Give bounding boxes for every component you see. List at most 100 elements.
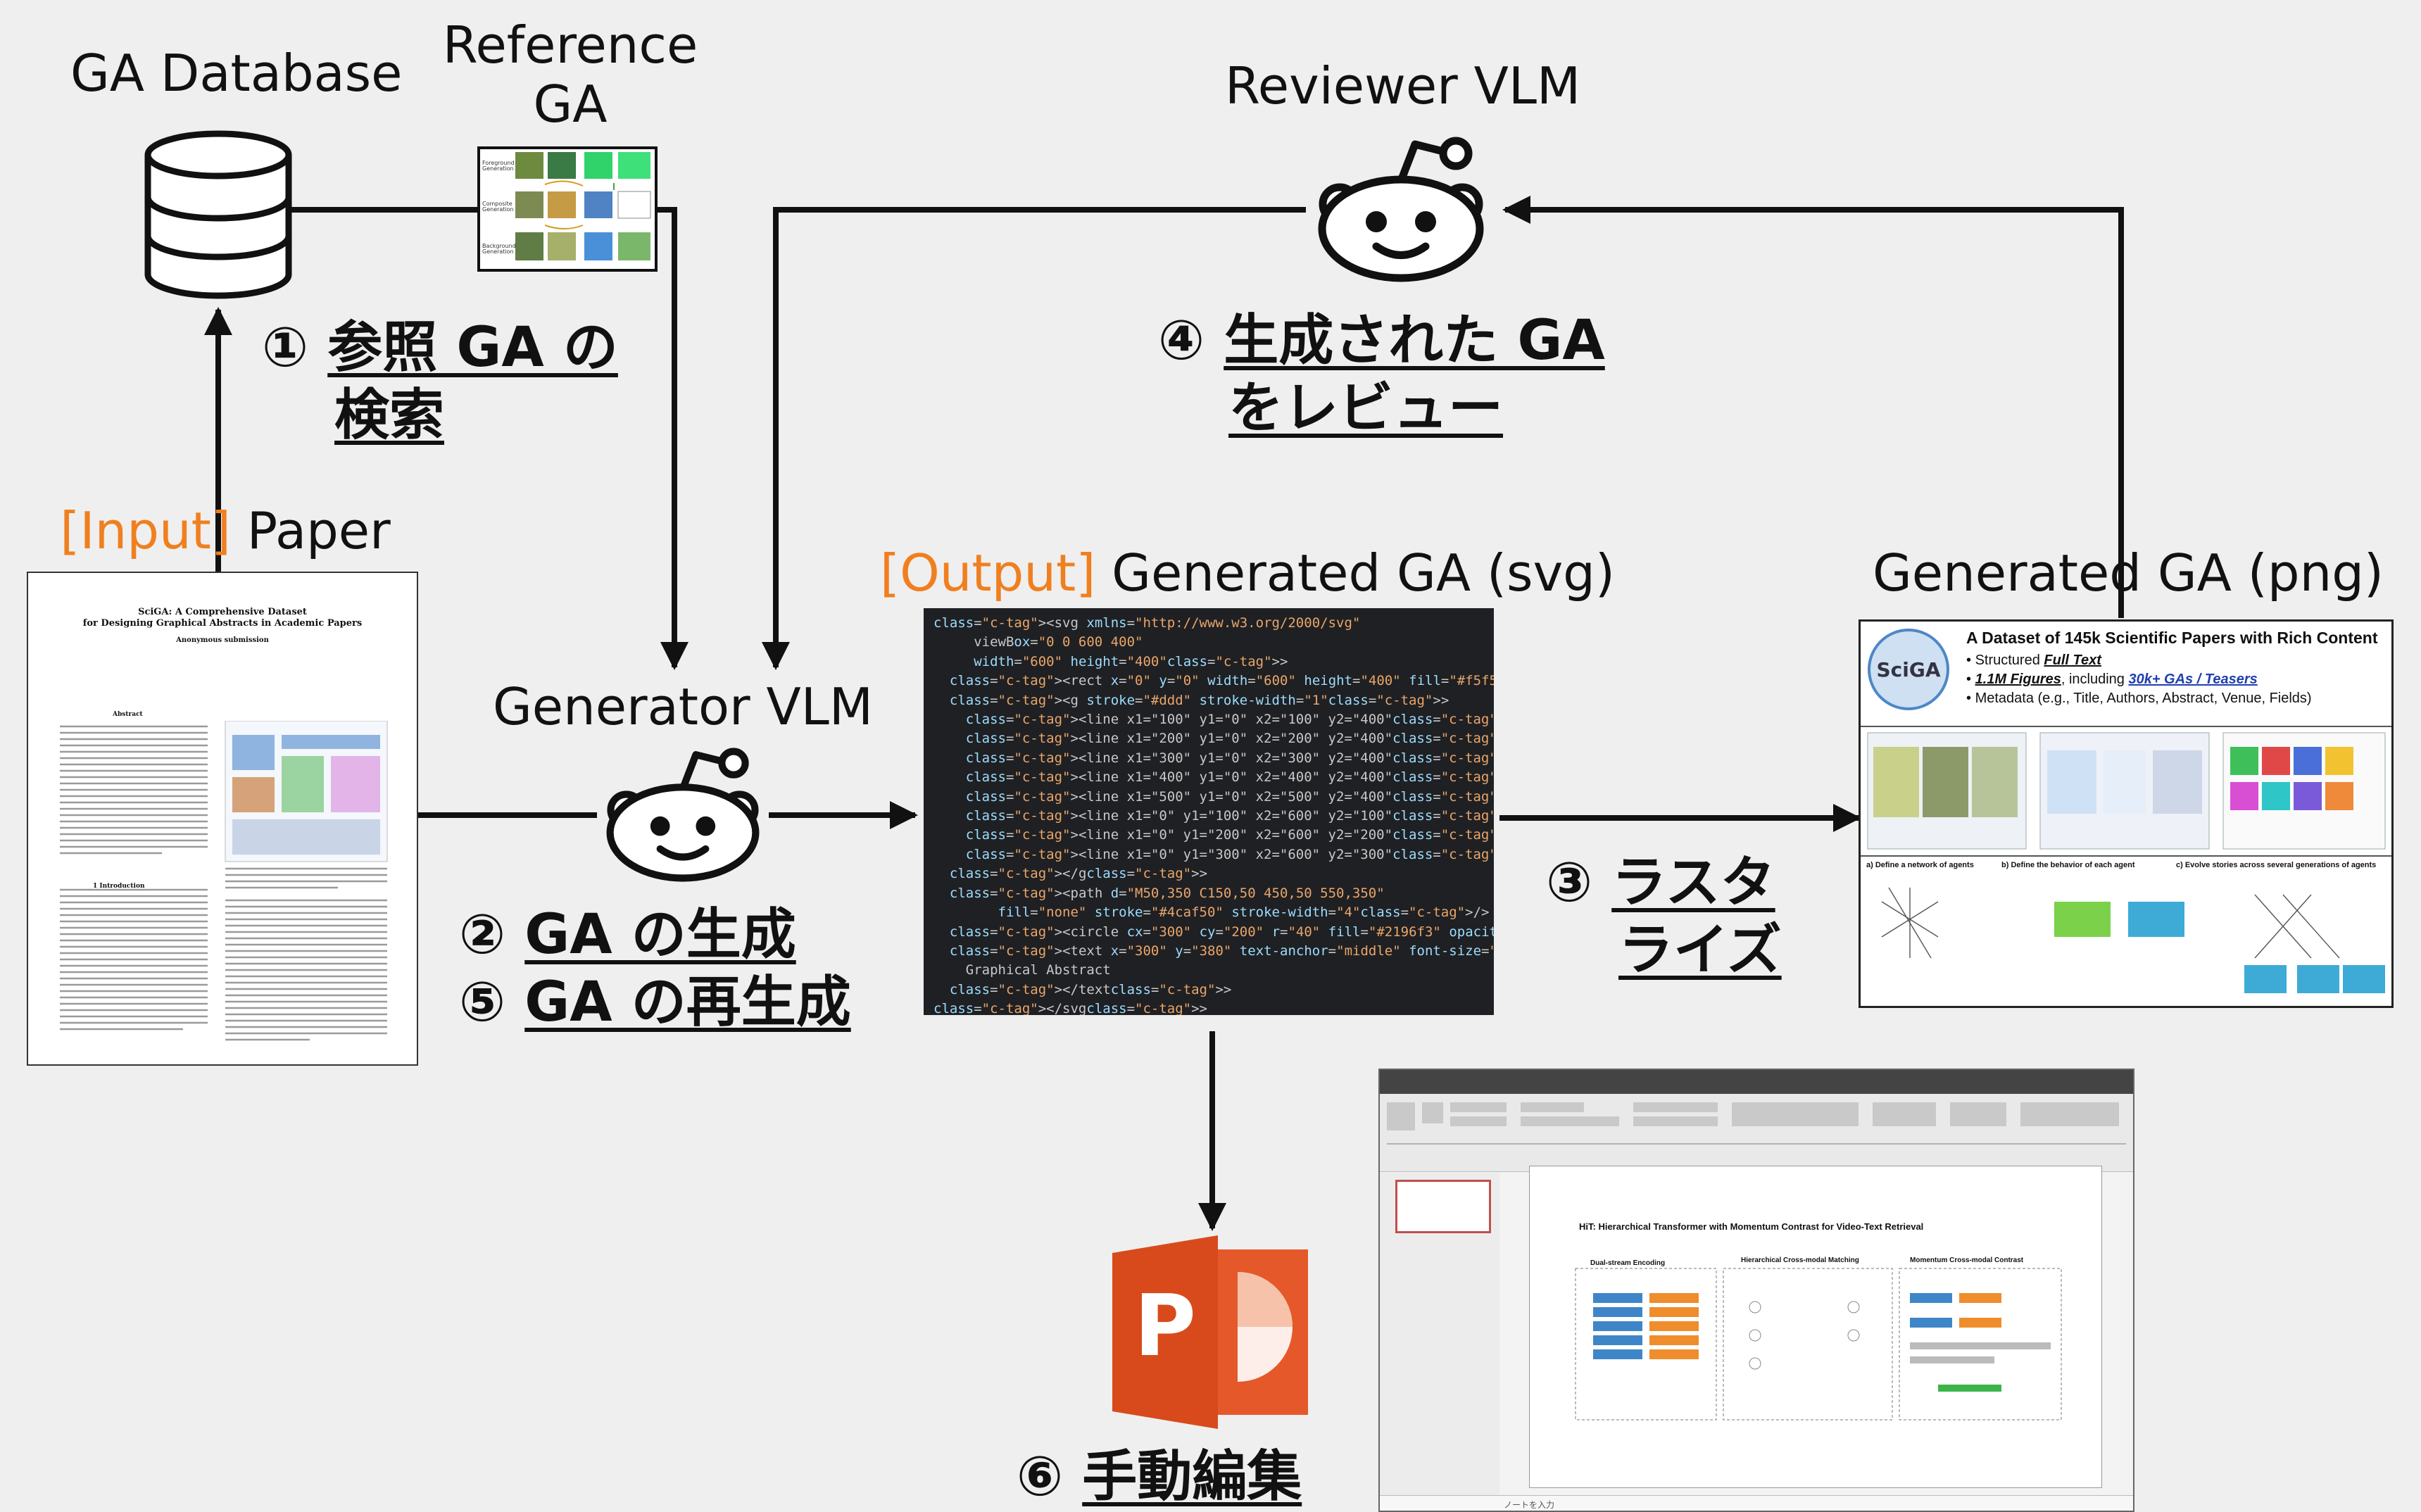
svg-code-line: width="600" height="400"class="c-tag">>	[974, 653, 1288, 669]
ppt-slide-canvas: HiT: Hierarchical Transformer with Momen…	[1529, 1166, 2102, 1488]
ppt-slide-title: HiT: Hierarchical Transformer with Momen…	[1579, 1221, 1924, 1232]
step-1-number: ①	[262, 316, 309, 379]
svg-code-line: class="c-tag"><line x1="300" y1="0" x2="…	[965, 750, 1494, 766]
svg-code-line: viewBox="0 0 600 400"	[933, 634, 1143, 650]
input-paper-text: Paper	[246, 501, 391, 560]
ppt-notes-bar: ノートを入力	[1380, 1495, 2133, 1511]
svg-code-line: class="c-tag"><line x1="400" y1="0" x2="…	[965, 769, 1494, 786]
step-1-line2: 検索	[334, 384, 445, 447]
step-5-text: GA の再生成	[524, 971, 851, 1034]
ppt-slide-col2: Hierarchical Cross-modal Matching	[1741, 1256, 1859, 1264]
svg-text:P: P	[1134, 1278, 1196, 1375]
generated-svg-code-panel: class="c-tag"><svg xmlns="http://www.w3.…	[924, 608, 1494, 1015]
output-svg-label: [Output] Generated GA (svg)	[880, 543, 1615, 603]
svg-code-line: class="c-tag"><rect x="0" y="0" width="6…	[949, 673, 1494, 689]
svg-code-line: class="c-tag"></svgclass="c-tag">>	[933, 1001, 1207, 1015]
input-paper-label: [Input] Paper	[42, 501, 408, 560]
ppt-slide-col1: Dual-stream Encoding	[1590, 1259, 1666, 1267]
arrow-reviewer-to-generator	[762, 207, 1306, 670]
step-2-5-generate: ② GA の生成 ⑤ GA の再生成	[459, 901, 851, 1036]
paper-authors: Anonymous submission	[176, 636, 269, 644]
step-1-line1: 参照 GA の	[327, 316, 618, 379]
svg-code-line: class="c-tag"><line x1="500" y1="0" x2="…	[965, 788, 1494, 805]
svg-text:Background: Background	[482, 243, 516, 249]
paper-intro-heading: 1 Introduction	[93, 883, 145, 890]
png-sub-b: b) Define the behavior of each agent	[2001, 861, 2135, 869]
paper-body-lines	[60, 721, 388, 1041]
png-bullet1-em: Full Text	[2044, 653, 2101, 668]
svg-code-line: Graphical Abstract	[933, 962, 1111, 978]
step-3-rasterize: ③ ラスタ ライズ	[1546, 849, 1782, 984]
step-6-text: 手動編集	[1082, 1445, 1302, 1508]
png-bullet2-em2: 30k+ GAs / Teasers	[2128, 672, 2258, 687]
step-3-line2: ライズ	[1618, 919, 1782, 982]
svg-code-line: class="c-tag"><g stroke="#ddd" stroke-wi…	[949, 692, 1450, 708]
generated-png-label: Generated GA (png)	[1873, 543, 2384, 603]
step-6-manual-edit: ⑥ 手動編集	[1017, 1443, 1302, 1511]
paper-abstract-heading: Abstract	[113, 711, 143, 718]
step-2-text: GA の生成	[524, 903, 796, 966]
svg-code-line: class="c-tag"><line x1="0" y1="200" x2="…	[965, 827, 1494, 843]
svg-code-line: class="c-tag"><path d="M50,350 C150,50 4…	[949, 885, 1385, 901]
arrow-ref-to-generator	[658, 207, 688, 670]
ppt-titlebar	[1380, 1070, 2133, 1094]
ppt-notes-placeholder: ノートを入力	[1504, 1500, 1555, 1510]
svg-text:Generation: Generation	[482, 206, 514, 213]
step-4-review: ④ 生成された GA をレビュー	[1158, 307, 1605, 442]
svg-code-line: class="c-tag"><svg xmlns="http://www.w3.…	[933, 615, 1361, 631]
paper-title: SciGA: A Comprehensive Dataset for Desig…	[82, 607, 363, 629]
png-bullet2-mid: , including	[2061, 672, 2129, 687]
png-title: A Dataset of 145k Scientific Papers with…	[1966, 629, 2378, 647]
ppt-ribbon	[1380, 1094, 2133, 1172]
generated-png-panel: SciGA A Dataset of 145k Scientific Paper…	[1859, 619, 2394, 1008]
step-3-line1: ラスタ	[1611, 851, 1775, 914]
reference-ga-label: Reference GA	[442, 15, 698, 134]
step-2-number: ②	[459, 903, 506, 966]
ga-database-label: GA Database	[70, 44, 403, 103]
sciga-logo-icon: SciGA	[1868, 629, 1949, 710]
reviewer-vlm-robot-icon	[1318, 137, 1484, 282]
svg-code-line: class="c-tag"><circle cx="300" cy="200" …	[949, 924, 1494, 940]
output-tag: [Output]	[880, 543, 1096, 603]
png-bullets: • Structured Full Text • 1.1M Figures, i…	[1966, 653, 2312, 706]
output-svg-text: Generated GA (svg)	[1112, 543, 1615, 603]
png-bullet2-em1: 1.1M Figures	[1975, 672, 2061, 687]
svg-code-line: class="c-tag"><line x1="100" y1="0" x2="…	[965, 712, 1494, 728]
step-6-number: ⑥	[1017, 1445, 1064, 1508]
svg-text:Generation: Generation	[482, 165, 514, 172]
svg-code-line: class="c-tag"></textclass="c-tag">>	[949, 981, 1232, 997]
ppt-slide-col3: Momentum Cross-modal Contrast	[1910, 1256, 2024, 1264]
generator-vlm-label: Generator VLM	[493, 677, 873, 736]
step-3-number: ③	[1546, 851, 1593, 914]
step-1-retrieve-reference: ① 参照 GA の 検索	[262, 314, 618, 449]
generator-vlm-robot-icon	[606, 748, 760, 882]
powerpoint-icon: P	[1112, 1235, 1308, 1429]
png-figure-thumbnails	[1861, 726, 2391, 993]
step-4-line2: をレビュー	[1228, 377, 1504, 440]
step-5-number: ⑤	[459, 971, 506, 1034]
png-bullet1-prefix: Structured	[1975, 653, 2044, 668]
svg-code-line: class="c-tag"><line x1="0" y1="100" x2="…	[965, 808, 1494, 824]
svg-code-line: class="c-tag"><text x="300" y="380" text…	[949, 943, 1494, 959]
sciga-logo-text: SciGA	[1876, 658, 1940, 681]
step-4-line1: 生成された GA	[1224, 309, 1605, 372]
png-sub-c: c) Evolve stories across several generat…	[2176, 861, 2377, 869]
input-paper-document: SciGA: A Comprehensive Dataset for Desig…	[27, 572, 418, 1066]
input-tag: [Input]	[60, 501, 231, 560]
svg-code-line: class="c-tag"><line x1="200" y1="0" x2="…	[965, 731, 1494, 747]
ppt-thumbnail-pane	[1380, 1173, 1499, 1511]
png-sub-a: a) Define a network of agents	[1866, 861, 1974, 869]
svg-code-line: fill="none" stroke="#4caf50" stroke-widt…	[998, 905, 1490, 921]
svg-text:Foreground: Foreground	[482, 160, 515, 166]
svg-code-line: class="c-tag"></gclass="c-tag">>	[949, 866, 1208, 882]
database-icon	[144, 130, 292, 299]
svg-text:Composite: Composite	[482, 201, 513, 207]
reviewer-vlm-label: Reviewer VLM	[1225, 56, 1581, 115]
png-bullet3: Metadata (e.g., Title, Authors, Abstract…	[1975, 691, 2312, 706]
powerpoint-window: HiT: Hierarchical Transformer with Momen…	[1378, 1069, 2134, 1512]
arrow-png-to-reviewer	[1502, 196, 2124, 618]
svg-text:Generation: Generation	[482, 248, 514, 255]
step-4-number: ④	[1158, 309, 1205, 372]
